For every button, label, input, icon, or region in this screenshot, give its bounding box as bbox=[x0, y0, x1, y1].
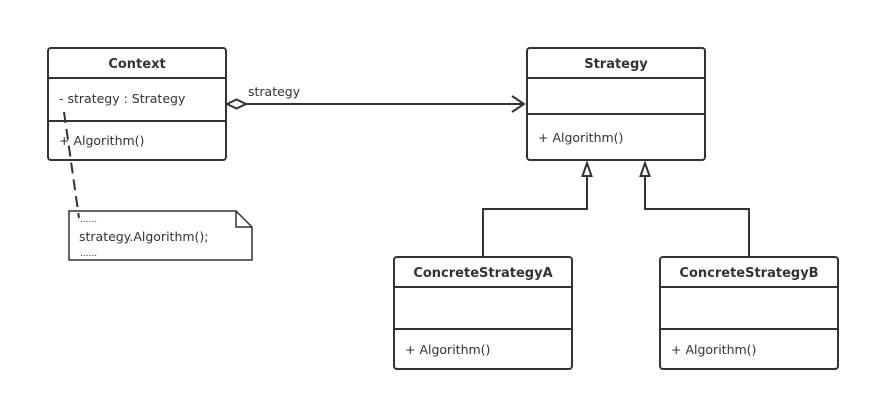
association-label: strategy bbox=[248, 84, 301, 99]
generalization-triangle-b bbox=[639, 159, 651, 177]
class-context-operation: + Algorithm() bbox=[59, 133, 144, 148]
class-concrete-strategy-b-operation: + Algorithm() bbox=[671, 342, 756, 357]
association-arrowhead bbox=[511, 95, 526, 113]
class-strategy: Strategy + Algorithm() bbox=[526, 47, 706, 161]
note: ...... strategy.Algorithm(); ...... bbox=[68, 210, 253, 261]
class-context-name: Context bbox=[108, 57, 165, 72]
class-concrete-strategy-b-name: ConcreteStrategyB bbox=[679, 266, 818, 281]
class-concrete-strategy-b: ConcreteStrategyB + Algorithm() bbox=[659, 256, 839, 370]
generalization-line-b bbox=[644, 176, 750, 258]
class-strategy-box bbox=[526, 47, 706, 161]
class-concrete-strategy-a-operation: + Algorithm() bbox=[405, 342, 490, 357]
class-concrete-strategy-a-box bbox=[393, 256, 573, 370]
generalization-triangle-a bbox=[581, 159, 593, 177]
class-context-box bbox=[47, 47, 227, 161]
class-concrete-strategy-a-name: ConcreteStrategyA bbox=[413, 266, 552, 281]
note-line-3: ...... bbox=[80, 249, 97, 259]
class-concrete-strategy-a: ConcreteStrategyA + Algorithm() bbox=[393, 256, 573, 370]
generalization-concrete-b bbox=[639, 159, 750, 258]
class-context: Context - strategy : Strategy + Algorith… bbox=[47, 47, 227, 161]
note-anchor-line bbox=[63, 111, 80, 219]
class-context-attribute: - strategy : Strategy bbox=[59, 91, 186, 106]
class-concrete-strategy-b-box bbox=[659, 256, 839, 370]
aggregation-diamond bbox=[224, 98, 249, 110]
note-line-1: ...... bbox=[80, 215, 97, 225]
note-folded-corner bbox=[235, 211, 252, 228]
class-strategy-name: Strategy bbox=[584, 57, 648, 72]
class-strategy-operation: + Algorithm() bbox=[538, 130, 623, 145]
note-line-2: strategy.Algorithm(); bbox=[79, 229, 209, 244]
generalization-line-a bbox=[482, 176, 588, 258]
note-shape bbox=[68, 210, 253, 261]
aggregation-association: strategy bbox=[224, 84, 526, 113]
generalization-concrete-a bbox=[482, 159, 593, 258]
